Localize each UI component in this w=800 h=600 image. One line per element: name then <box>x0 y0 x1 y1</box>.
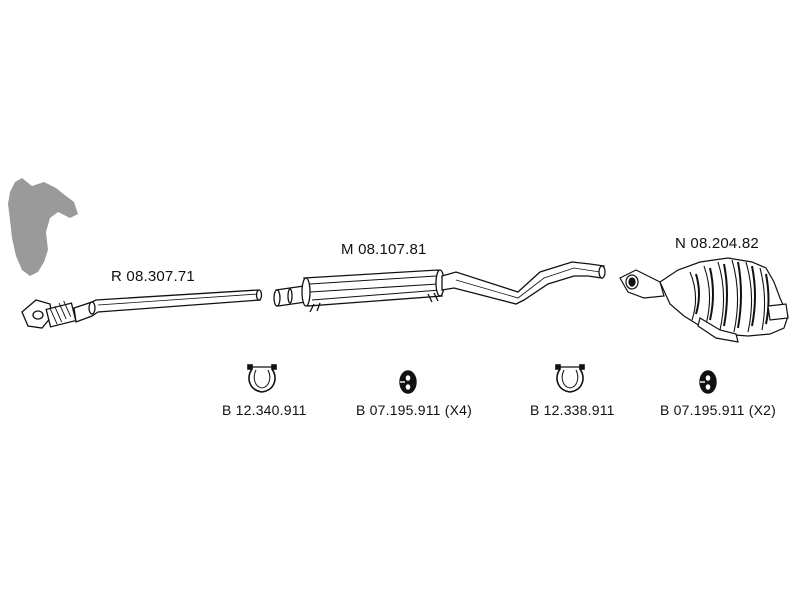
rear-pipe-drawing <box>21 289 263 329</box>
hardware-label-1: B 12.340.911 <box>222 402 307 418</box>
middle-silencer-drawing <box>273 261 606 313</box>
rear-pipe-label: R 08.307.71 <box>111 268 195 285</box>
end-silencer-drawing <box>619 257 789 343</box>
rubber-hanger-icon <box>399 370 417 394</box>
hardware-label-2: B 07.195.911 (X4) <box>356 402 472 418</box>
middle-silencer-label: M 08.107.81 <box>341 241 427 258</box>
pipe-clamp-icon <box>247 364 277 393</box>
end-silencer-label: N 08.204.82 <box>675 235 759 252</box>
hardware-label-4: B 07.195.911 (X2) <box>660 402 776 418</box>
manifold-silhouette <box>8 178 78 276</box>
pipe-clamp-icon <box>555 364 585 393</box>
hardware-label-3: B 12.338.911 <box>530 402 615 418</box>
rubber-hanger-icon <box>699 370 717 394</box>
